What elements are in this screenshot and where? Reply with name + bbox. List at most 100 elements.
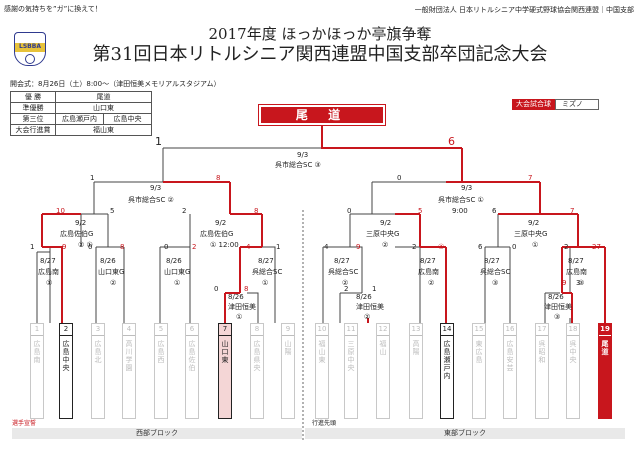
qf3-right-score: 5 — [418, 207, 423, 215]
r2c-field: ① — [174, 279, 181, 287]
best-game-value: ミズノ — [555, 99, 599, 110]
r2d-right-score: 1 — [276, 243, 281, 251]
r1b-left-score: 2 — [344, 285, 349, 293]
sf-left-date: 9/3 — [150, 184, 162, 192]
r2f-field: ② — [428, 279, 435, 287]
qf3-venue: 三原中央G — [366, 230, 400, 238]
qf4-field: ① — [532, 241, 539, 249]
r2g-venue: 呉総合SC — [480, 268, 511, 276]
champion-box: 尾 道 — [258, 104, 386, 126]
r2b-left-score: 0 — [88, 243, 93, 251]
qf2-venue: 広島佐伯G — [200, 230, 234, 238]
organizer: 一般財団法人 日本リトルシニア中学硬式野球協会関西連盟｜中国支部 — [414, 6, 634, 14]
r2d-left-score: 4 — [246, 243, 251, 251]
r2b-date: 8/26 — [100, 257, 116, 265]
sf-left-venue: 呉市総合SC ② — [128, 196, 174, 204]
r1c-left-score: 9 — [562, 279, 567, 287]
r2e-date: 8/27 — [334, 257, 350, 265]
r1c-date: 8/26 — [548, 293, 564, 301]
sf-right-time: 9:00 — [452, 207, 468, 215]
final-right-score: 6 — [448, 135, 455, 148]
r2e-right-score: 9 — [356, 243, 361, 251]
r2a-left-score: 1 — [30, 243, 35, 251]
r2d-field: ① — [262, 279, 269, 287]
qf4-left-score: 6 — [492, 207, 497, 215]
r2a-date: 8/27 — [40, 257, 56, 265]
qf3-date: 9/2 — [380, 219, 392, 227]
qf2-date: 9/2 — [215, 219, 227, 227]
r1b-date: 8/26 — [356, 293, 372, 301]
r2b-right-score: 8 — [120, 243, 125, 251]
sf-right-right-score: 7 — [528, 174, 533, 182]
r2b-field: ② — [110, 279, 117, 287]
venue-line: 開会式：8月26日（土）8:00～（津田恒美メモリアルスタジアム） — [10, 80, 221, 88]
r2f-date: 8/27 — [420, 257, 436, 265]
note-oath: 選手宣誓 — [12, 420, 37, 427]
east-block-label: 東部ブロック — [305, 428, 625, 439]
r2h-field: ③ — [578, 279, 585, 287]
r2c-venue: 山口東G — [164, 268, 191, 276]
r1a-date: 8/26 — [228, 293, 244, 301]
r1c-field: ③ — [554, 313, 561, 321]
sf-left-left-score: 1 — [90, 174, 95, 182]
sf-right-venue: 呉市総合SC ① — [438, 196, 484, 204]
r2e-venue: 呉総合SC — [328, 268, 359, 276]
sf-right-left-score: 0 — [397, 174, 402, 182]
r1c-right-score: 3 — [576, 279, 581, 287]
r2g-field: ③ — [492, 279, 499, 287]
qf1-date: 9/2 — [75, 219, 87, 227]
qf1-venue: 広島佐伯G — [60, 230, 94, 238]
results-table: 優 勝尾道 準優勝山口東 第三位広島瀬戸内広島中央 大会行進賞福山東 — [10, 91, 152, 136]
final-date: 9/3 — [297, 151, 309, 159]
note-march: 行進先頭 — [312, 420, 337, 427]
qf2-left-score: 2 — [182, 207, 187, 215]
slogan: 感謝の気持ちを”ガ”に換えて！ — [4, 5, 102, 13]
qf1-field: ② ① — [78, 241, 93, 249]
qf2-field: ① 12:00 — [210, 241, 239, 249]
r2a-right-score: 9 — [62, 243, 67, 251]
r2e-field: ② — [342, 279, 349, 287]
r2h-venue: 広島南 — [566, 268, 587, 276]
r1b-venue: 津田恒美 — [356, 303, 384, 311]
r2g-right-score: 0 — [512, 243, 517, 251]
r2h-left-score: 2 — [564, 243, 569, 251]
r2d-venue: 呉総合SC — [252, 268, 283, 276]
r1b-right-score: 1 — [372, 285, 377, 293]
qf3-left-score: 0 — [347, 207, 352, 215]
r2b-venue: 山口東G — [98, 268, 125, 276]
champion-name: 尾 道 — [261, 107, 383, 123]
r2e-left-score: 4 — [324, 243, 329, 251]
r2g-date: 8/27 — [484, 257, 500, 265]
baseball-icon — [25, 54, 35, 64]
r1a-field: ① — [236, 313, 243, 321]
r2a-field: ① — [46, 279, 53, 287]
r1a-venue: 津田恒美 — [228, 303, 256, 311]
r2c-right-score: 2 — [192, 243, 197, 251]
logo-text: LSBBA — [19, 43, 41, 50]
r2a-venue: 広島南 — [38, 268, 59, 276]
r1a-left-score: 0 — [214, 285, 219, 293]
qf4-venue: 三原中央G — [514, 230, 548, 238]
r1c-venue: 津田恒美 — [544, 303, 572, 311]
qf1-left-score: 10 — [56, 207, 65, 215]
best-game-label: 大会試合球 — [512, 99, 555, 110]
r2h-date: 8/27 — [568, 257, 584, 265]
r2f-venue: 広島南 — [418, 268, 439, 276]
final-venue: 呉市総合SC ③ — [275, 161, 321, 169]
best-game-ball: 大会試合球ミズノ — [512, 91, 599, 110]
